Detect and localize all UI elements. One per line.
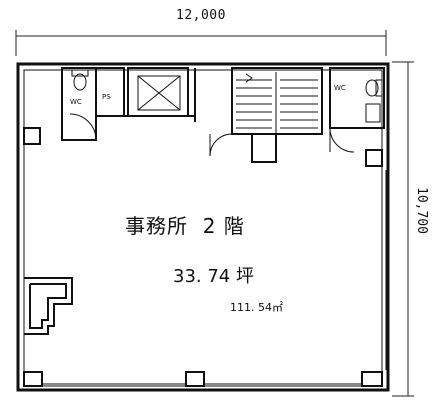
left-stepped-recess bbox=[24, 277, 73, 335]
depth-dimension-label: 10,700 bbox=[414, 187, 429, 234]
wc-right-label: WC bbox=[334, 84, 346, 92]
window-lines bbox=[42, 170, 387, 387]
dimension-line-depth bbox=[392, 61, 414, 397]
door-swings bbox=[69, 113, 355, 157]
room-name: 事務所 bbox=[125, 214, 188, 238]
room-title: 事務所 2 階 bbox=[125, 210, 245, 239]
outer-walls bbox=[16, 62, 390, 392]
room-floor: 2 階 bbox=[202, 214, 245, 238]
room-area-sqm: 111. 54㎡ bbox=[230, 301, 283, 314]
staircase bbox=[236, 72, 318, 134]
core-walls bbox=[61, 67, 385, 141]
elevator-icon bbox=[137, 75, 181, 111]
wc-left-label: WC bbox=[70, 98, 82, 106]
structural-columns bbox=[23, 127, 383, 387]
toilet-fixtures bbox=[71, 69, 383, 123]
dimension-line-width bbox=[15, 30, 387, 56]
width-dimension-label: 12,000 bbox=[176, 8, 226, 23]
ps-label: PS bbox=[102, 93, 111, 101]
room-area-tsubo: 33. 74 坪 bbox=[173, 266, 254, 287]
